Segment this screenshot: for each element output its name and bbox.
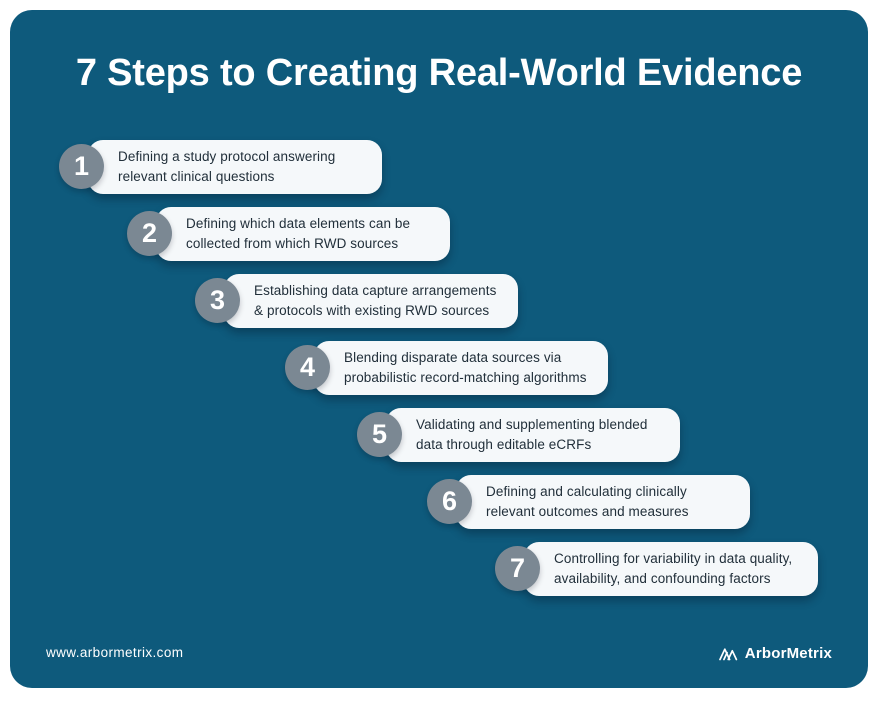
- step-item-3: Establishing data capture arrangements &…: [195, 274, 518, 328]
- step-number-badge: 1: [59, 144, 104, 189]
- step-number-badge: 3: [195, 278, 240, 323]
- step-description: Defining a study protocol answering rele…: [118, 149, 336, 184]
- step-item-4: Blending disparate data sources via prob…: [285, 341, 608, 395]
- step-box: Validating and supplementing blended dat…: [386, 408, 680, 462]
- step-number-badge: 7: [495, 546, 540, 591]
- step-box: Blending disparate data sources via prob…: [314, 341, 608, 395]
- step-item-1: Defining a study protocol answering rele…: [59, 140, 382, 194]
- step-box: Controlling for variability in data qual…: [524, 542, 818, 596]
- step-number-badge: 5: [357, 412, 402, 457]
- step-number-badge: 6: [427, 479, 472, 524]
- step-description: Defining which data elements can be coll…: [186, 216, 411, 251]
- infographic-card: 7 Steps to Creating Real-World Evidence …: [10, 10, 868, 688]
- page-title: 7 Steps to Creating Real-World Evidence: [75, 52, 803, 94]
- arbormetrix-logo: ArborMetrix: [718, 645, 832, 662]
- step-box: Defining and calculating clinically rele…: [456, 475, 750, 529]
- step-description: Validating and supplementing blended dat…: [416, 417, 648, 452]
- step-description: Controlling for variability in data qual…: [554, 551, 793, 586]
- step-box: Defining which data elements can be coll…: [156, 207, 450, 261]
- step-description: Defining and calculating clinically rele…: [486, 484, 689, 519]
- mountain-peaks-icon: [718, 646, 740, 661]
- step-box: Establishing data capture arrangements &…: [224, 274, 518, 328]
- step-item-6: Defining and calculating clinically rele…: [427, 475, 750, 529]
- website-url: www.arbormetrix.com: [46, 645, 184, 660]
- logo-wordmark: ArborMetrix: [744, 645, 832, 662]
- step-item-2: Defining which data elements can be coll…: [127, 207, 450, 261]
- step-item-5: Validating and supplementing blended dat…: [357, 408, 680, 462]
- step-description: Blending disparate data sources via prob…: [344, 350, 587, 385]
- step-item-7: Controlling for variability in data qual…: [495, 542, 818, 596]
- step-number-badge: 4: [285, 345, 330, 390]
- step-description: Establishing data capture arrangements &…: [254, 283, 497, 318]
- step-number-badge: 2: [127, 211, 172, 256]
- step-box: Defining a study protocol answering rele…: [88, 140, 382, 194]
